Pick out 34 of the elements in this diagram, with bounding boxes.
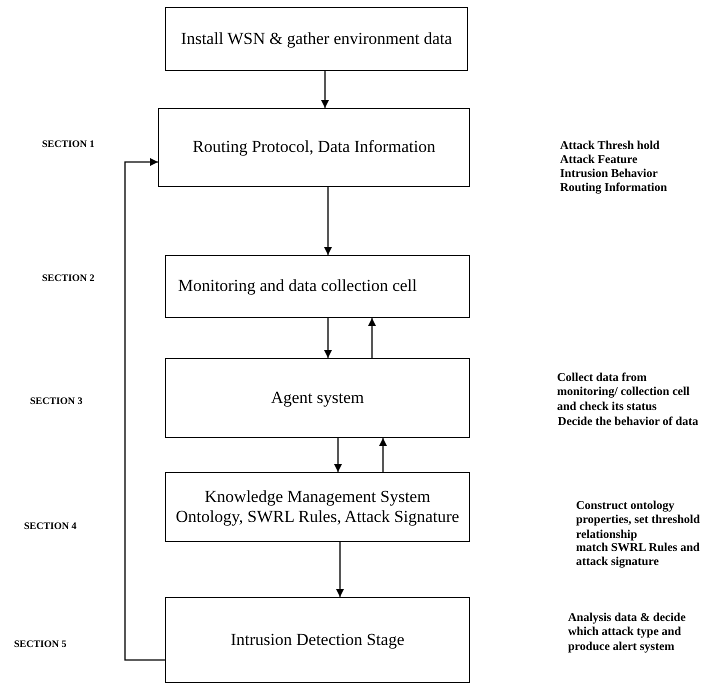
arrow	[124, 158, 165, 661]
arrow	[324, 187, 332, 255]
arrow	[336, 542, 344, 597]
arrow	[368, 318, 376, 358]
note-text: Intrusion Behavior	[560, 166, 659, 180]
note-text: Routing Information	[560, 180, 668, 194]
note-text: Attack Thresh hold	[560, 138, 661, 152]
arrow	[324, 318, 332, 358]
note-text: Decide the behavior of data	[556, 414, 700, 428]
box-text: Intrusion Detection Stage	[230, 630, 404, 650]
arrow	[334, 438, 342, 472]
arrow	[379, 438, 387, 472]
process-box	[165, 7, 468, 71]
section-label: SECTION 5	[14, 639, 67, 651]
box-text: Monitoring and data collection cell	[178, 276, 417, 297]
box-text: Agent system	[270, 388, 364, 408]
process-box	[165, 472, 470, 542]
box-text: Install WSN & gather environment data	[180, 28, 452, 50]
arrow	[321, 71, 329, 108]
box-text: Routing Protocol, Data Information	[192, 137, 436, 158]
note-text: Analysis data & decide which attack type and produce alert system	[568, 610, 687, 654]
section-label: SECTION 3	[30, 396, 83, 408]
process-box	[165, 597, 470, 683]
section-label: SECTION 4	[24, 521, 77, 533]
box-text: Knowledge Management System	[204, 486, 430, 507]
section-label: SECTION 2	[42, 273, 95, 285]
process-box	[165, 255, 470, 318]
note-text: Collect data from monitoring/ collection cell and check its status	[557, 370, 691, 414]
process-box	[165, 358, 470, 438]
note-text: Attack Feature	[560, 152, 638, 166]
section-label: SECTION 1	[42, 139, 95, 151]
note-text: match SWRL Rules and attack signature	[576, 540, 701, 569]
box-text: Ontology, SWRL Rules, Attack Signature	[176, 507, 460, 528]
process-box	[158, 108, 470, 187]
